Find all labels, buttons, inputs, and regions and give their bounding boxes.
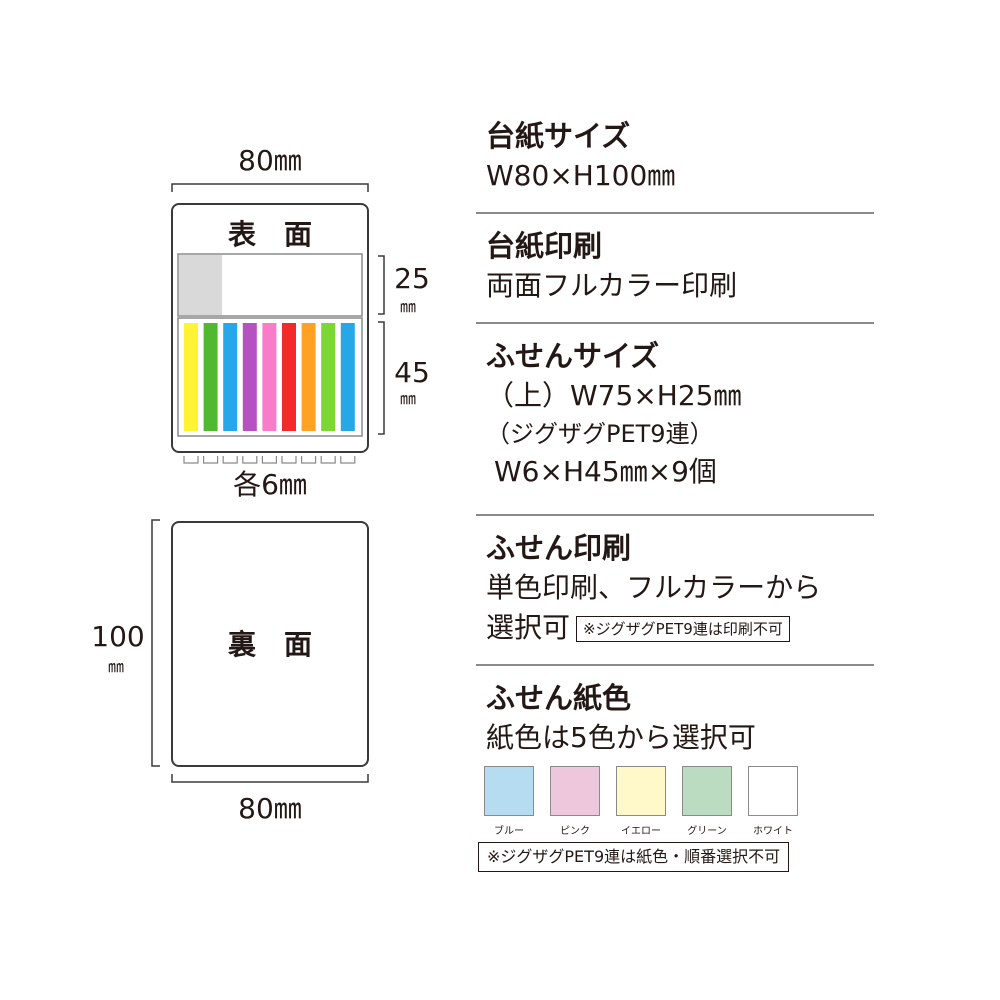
dim-45-value: 45 — [394, 356, 430, 389]
dim-top-width: 80㎜ — [238, 144, 302, 177]
dim-100-unit: ㎜ — [108, 657, 124, 676]
spec-sticky-size: ふせんサイズ （上）W75×H25㎜ （ジグザグPET9連） W6×H45㎜×9… — [486, 336, 876, 492]
spec-sticky-paper: ふせん紙色 紙色は5色から選択可 — [486, 678, 876, 758]
swatch-chip — [616, 766, 666, 816]
spec-value: 単色印刷、フルカラーから — [486, 571, 822, 604]
zigzag-strip — [203, 323, 218, 431]
zigzag-strip — [184, 323, 198, 431]
spec-value: W6×H45㎜×9個 — [494, 455, 717, 488]
strip-tab — [261, 456, 277, 464]
divider — [476, 212, 874, 214]
zigzag-strip — [321, 323, 336, 431]
swatch-blue: ブルー — [484, 766, 534, 837]
zigzag-strip — [282, 323, 296, 431]
dim-100-value: 100 — [91, 620, 144, 653]
dim-25-bracket — [378, 255, 385, 315]
swatch-name: グリーン — [687, 826, 727, 837]
swatch-name: イエロー — [621, 826, 661, 837]
divider — [476, 322, 874, 324]
dim-100-line — [151, 519, 160, 767]
strip-tab — [281, 456, 297, 464]
spec-heading: ふせん紙色 — [486, 681, 632, 715]
spec-value: 選択可 — [486, 611, 571, 644]
dim-bottom-width: 80㎜ — [238, 792, 302, 825]
dim-25-unit: ㎜ — [400, 297, 416, 316]
dim-bottom-line — [171, 774, 369, 783]
spec-value: W80×H100㎜ — [486, 159, 676, 192]
swatch-chip — [484, 766, 534, 816]
spec-value: 紙色は5色から選択可 — [486, 721, 756, 754]
dim-25-value: 25 — [394, 262, 430, 295]
zigzag-strips — [184, 323, 355, 431]
dim-top-line — [171, 183, 369, 192]
front-label: 表 面 — [228, 218, 312, 251]
swatch-pink: ピンク — [550, 766, 600, 837]
spec-board-size: 台紙サイズ W80×H100㎜ — [486, 116, 876, 196]
top-sticky-tab — [179, 255, 222, 315]
zigzag-strip — [242, 323, 257, 431]
paper-note: ※ジグザグPET9連は紙色・順番選択不可 — [478, 842, 790, 872]
strip-tab — [183, 456, 199, 464]
strip-tab — [340, 456, 356, 464]
spec-heading: 台紙印刷 — [486, 229, 603, 263]
swatch-chip — [748, 766, 798, 816]
zigzag-strip — [301, 323, 316, 431]
zigzag-strip — [340, 323, 355, 431]
back-label: 裏 面 — [228, 628, 312, 661]
strip-tabs — [183, 456, 356, 464]
strip-tab — [222, 456, 238, 464]
spec-value: （ジグザグPET9連） — [486, 420, 714, 448]
spec-board-print: 台紙印刷 両面フルカラー印刷 — [486, 226, 876, 306]
dim-45-bracket — [378, 321, 385, 435]
back-board — [171, 521, 369, 767]
spec-value: 両面フルカラー印刷 — [486, 269, 738, 302]
swatch-name: ブルー — [494, 826, 524, 837]
swatch-chip — [682, 766, 732, 816]
spec-heading: 台紙サイズ — [486, 119, 631, 153]
spec-value: （上）W75×H25㎜ — [486, 379, 742, 412]
spec-sticky-print: ふせん印刷 単色印刷、フルカラーから 選択可※ジグザグPET9連は印刷不可 — [486, 528, 876, 648]
strip-tab — [301, 456, 317, 464]
divider — [476, 664, 874, 666]
spec-heading: ふせん印刷 — [486, 531, 632, 565]
swatch-name: ピンク — [560, 826, 590, 837]
swatch-yellow: イエロー — [616, 766, 666, 837]
spec-heading: ふせんサイズ — [486, 339, 660, 373]
zigzag-strip — [262, 323, 277, 431]
dim-45-unit: ㎜ — [400, 389, 416, 408]
strip-tab — [242, 456, 258, 464]
divider — [476, 514, 874, 516]
strip-tab — [320, 456, 336, 464]
zigzag-strip — [223, 323, 238, 431]
dim-each-width: 各6㎜ — [233, 468, 307, 501]
swatch-name: ホワイト — [753, 826, 793, 837]
swatch-white: ホワイト — [748, 766, 798, 837]
paper-color-swatches: ブルー ピンク イエロー グリーン ホワイト — [484, 766, 798, 837]
print-note: ※ジグザグPET9連は印刷不可 — [576, 616, 790, 642]
swatch-chip — [550, 766, 600, 816]
strip-tab — [203, 456, 219, 464]
swatch-green: グリーン — [682, 766, 732, 837]
spec-value-row: 選択可※ジグザグPET9連は印刷不可 — [486, 608, 876, 648]
